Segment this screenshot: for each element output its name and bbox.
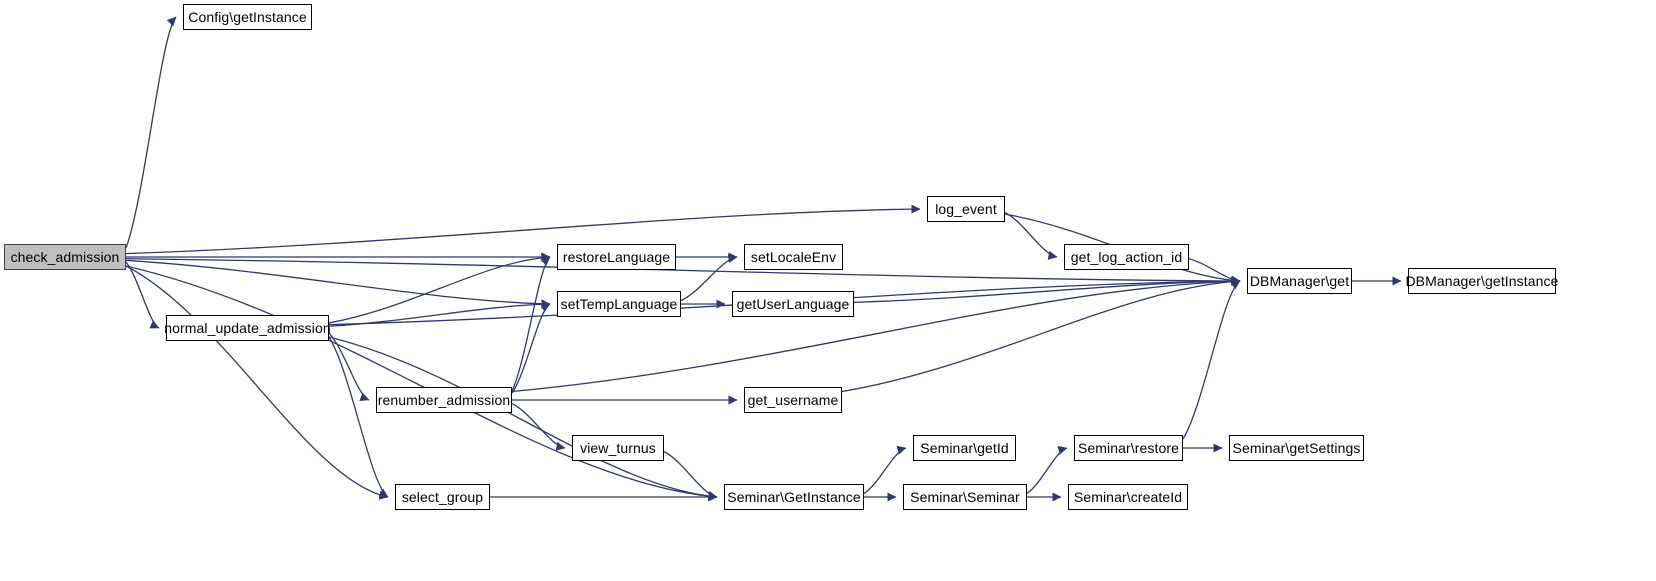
edge-seminar-getinstance-to-seminar-getid bbox=[863, 445, 907, 495]
graph-node-label: getUserLanguage bbox=[736, 296, 850, 312]
graph-node-seminar-seminar[interactable]: Seminar\Seminar bbox=[903, 484, 1027, 510]
edge-get-username-to-dbmanager-get bbox=[841, 277, 1241, 393]
edge-normal-update-to-select-group bbox=[328, 336, 389, 498]
graph-node-log-event[interactable]: log_event bbox=[927, 196, 1005, 222]
graph-node-label: Seminar\getId bbox=[920, 440, 1009, 456]
graph-node-label: view_turnus bbox=[580, 440, 656, 456]
edge-check-admission-to-set-temp-language bbox=[125, 259, 551, 309]
graph-node-label: setTempLanguage bbox=[560, 296, 678, 312]
graph-node-get-user-language[interactable]: getUserLanguage bbox=[732, 291, 854, 317]
graph-node-view-turnus[interactable]: view_turnus bbox=[572, 435, 664, 461]
graph-node-label: normal_update_admission bbox=[164, 320, 331, 336]
edge-get-log-action-id-to-dbmanager-get bbox=[1188, 258, 1241, 285]
graph-node-label: Seminar\GetInstance bbox=[727, 489, 861, 505]
edge-check-admission-to-select-group bbox=[125, 265, 389, 500]
graph-node-check-admission[interactable]: check_admission bbox=[4, 244, 126, 270]
graph-node-label: DBManager\getInstance bbox=[1405, 273, 1559, 289]
graph-node-config-getinstance[interactable]: Config\getInstance bbox=[183, 4, 312, 30]
edge-normal-update-to-set-temp-language bbox=[328, 299, 551, 327]
edge-renumber-admission-to-restore-language bbox=[511, 256, 551, 392]
graph-node-seminar-getid[interactable]: Seminar\getId bbox=[913, 435, 1016, 461]
graph-node-label: get_username bbox=[747, 392, 839, 408]
graph-node-renumber-admission[interactable]: renumber_admission bbox=[376, 387, 512, 413]
edge-renumber-admission-to-view-turnus bbox=[511, 402, 566, 451]
graph-node-get-username[interactable]: get_username bbox=[744, 387, 842, 413]
graph-node-label: Seminar\createId bbox=[1073, 489, 1183, 505]
edge-check-admission-to-config-getinstance bbox=[125, 16, 177, 249]
edge-log-event-to-get-log-action-id bbox=[1004, 211, 1058, 260]
edge-normal-update-to-seminar-getinstance bbox=[328, 336, 718, 501]
graph-node-label: Seminar\restore bbox=[1077, 440, 1180, 456]
edge-seminar-restore-to-dbmanager-get bbox=[1182, 280, 1241, 440]
graph-node-seminar-createid[interactable]: Seminar\createId bbox=[1068, 484, 1188, 510]
edge-get-user-language-to-dbmanager-get bbox=[853, 276, 1241, 304]
graph-node-normal-update[interactable]: normal_update_admission bbox=[164, 315, 331, 341]
graph-node-get-log-action-id[interactable]: get_log_action_id bbox=[1064, 244, 1189, 270]
edge-check-admission-to-normal-update bbox=[125, 261, 160, 329]
edge-normal-update-to-restore-language bbox=[328, 253, 551, 324]
edge-normal-update-to-renumber-admission bbox=[328, 332, 370, 402]
graph-node-set-locale-env[interactable]: setLocaleEnv bbox=[744, 244, 843, 270]
graph-node-label: restoreLanguage bbox=[562, 249, 671, 265]
edge-renumber-admission-to-set-temp-language bbox=[511, 303, 551, 394]
graph-node-dbmanager-get[interactable]: DBManager\get bbox=[1247, 268, 1352, 294]
graph-node-dbmanager-getinstance[interactable]: DBManager\getInstance bbox=[1405, 268, 1558, 294]
edge-view-turnus-to-seminar-getinstance bbox=[663, 450, 718, 500]
edge-seminar-seminar-to-seminar-restore bbox=[1026, 445, 1068, 495]
graph-node-seminar-restore[interactable]: Seminar\restore bbox=[1074, 435, 1183, 461]
graph-node-label: log_event bbox=[935, 201, 997, 217]
graph-node-label: DBManager\get bbox=[1249, 273, 1350, 289]
graph-node-seminar-getsettings[interactable]: Seminar\getSettings bbox=[1229, 435, 1364, 461]
graph-node-select-group[interactable]: select_group bbox=[395, 484, 490, 510]
edge-set-temp-language-to-set-locale-env bbox=[680, 254, 738, 302]
graph-node-label: Seminar\getSettings bbox=[1232, 440, 1361, 456]
graph-node-label: setLocaleEnv bbox=[750, 249, 837, 265]
graph-node-label: check_admission bbox=[10, 249, 120, 265]
graph-node-label: get_log_action_id bbox=[1070, 249, 1183, 265]
graph-node-set-temp-language[interactable]: setTempLanguage bbox=[557, 291, 681, 317]
graph-node-label: Seminar\Seminar bbox=[910, 489, 1020, 505]
graph-node-label: renumber_admission bbox=[377, 392, 511, 408]
graph-node-restore-language[interactable]: restoreLanguage bbox=[557, 244, 676, 270]
graph-node-label: select_group bbox=[401, 489, 484, 505]
graph-node-label: Config\getInstance bbox=[188, 9, 307, 25]
graph-node-seminar-getinstance[interactable]: Seminar\GetInstance bbox=[724, 484, 864, 510]
